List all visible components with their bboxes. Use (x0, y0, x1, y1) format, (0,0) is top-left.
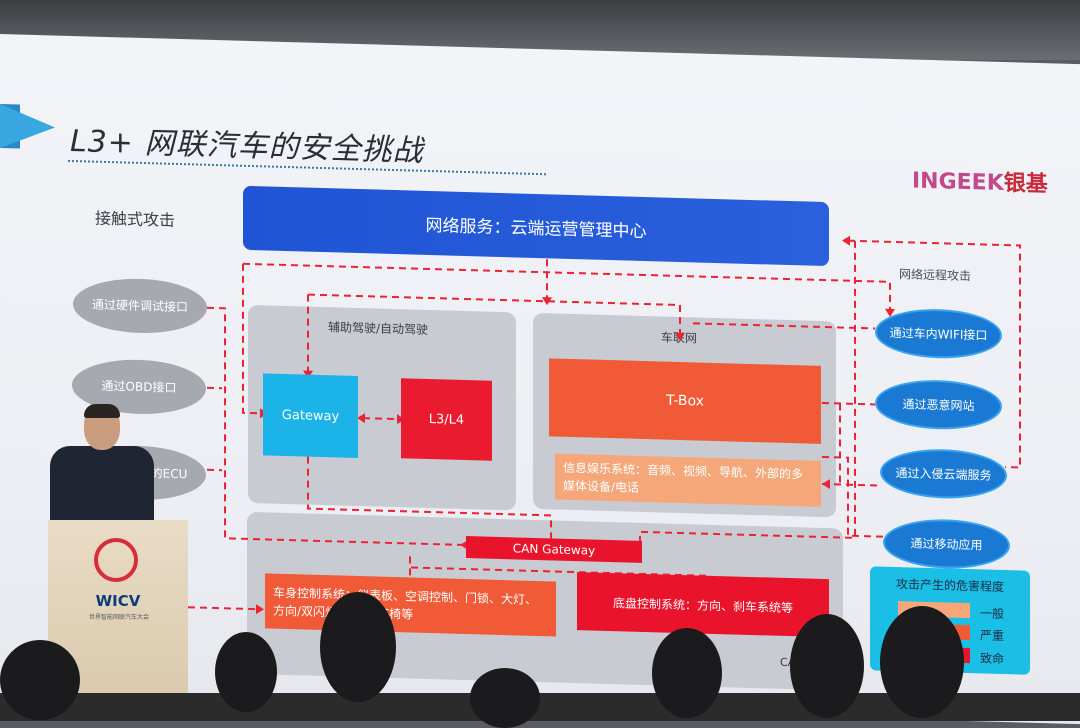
podium-logo: WICV (95, 592, 141, 610)
podium-logo-ring (94, 538, 138, 582)
audience-head (880, 606, 964, 718)
projection-screen: L3+ 网联汽车的安全挑战 INGEEK银基 接触式攻击 网络远程攻击 网络服务… (0, 34, 1080, 725)
legend-label-general: 一般 (980, 606, 1005, 622)
tbox-box: T-Box (549, 358, 821, 444)
legend-label-fatal: 致命 (980, 651, 1005, 667)
audience-head (320, 592, 396, 702)
audience-head (0, 640, 80, 720)
attack-path-lines (188, 235, 1021, 615)
legend-label-serious: 严重 (980, 628, 1005, 644)
legend-title: 攻击产生的危害程度 (895, 577, 1004, 595)
l3-l4-box: L3/L4 (401, 378, 492, 461)
audience-head (652, 628, 722, 718)
speaker-hair (84, 404, 120, 418)
audience-head (470, 668, 540, 728)
podium-subtitle: 世界智能网联汽车大会 (88, 614, 149, 621)
chassis-control-box: 底盘控制系统：方向、刹车系统等 (577, 572, 829, 638)
speaker-body (50, 446, 154, 526)
body-control-box: 车身控制系统：仪表板、空调控制、门锁、大灯、方向/双闪灯、车窗/座椅等 (265, 573, 556, 637)
audience-head (215, 632, 277, 712)
audience-head (790, 614, 864, 718)
infotainment-box: 信息娱乐系统：音频、视频、导航、外部的多媒体设备/电话 (555, 453, 821, 507)
gateway-box: Gateway (263, 373, 358, 458)
